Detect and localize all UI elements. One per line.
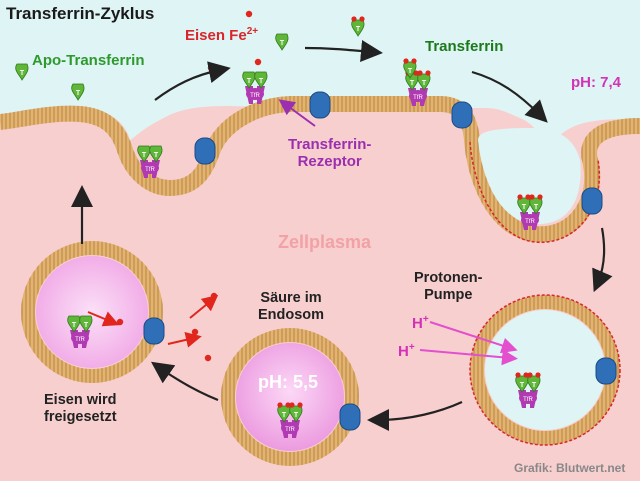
free-holo-transferrin-1: T	[351, 16, 365, 37]
receptor-abbrev: TfR	[413, 95, 423, 101]
receptor-pointer	[278, 99, 316, 127]
proton-arrows	[419, 321, 518, 366]
free-holo-transferrin-2: T	[403, 58, 417, 79]
label-transferrin-rezeptor: Transferrin- Rezeptor	[288, 136, 372, 171]
transferrin-abbrev: T	[154, 152, 159, 159]
channel-proteins	[143, 91, 617, 431]
endosome-acidic	[221, 328, 359, 466]
transferrin-abbrev: T	[142, 152, 147, 159]
free-apo-transferrin-1: T	[15, 63, 29, 81]
iron-ion	[116, 318, 124, 326]
receptor-abbrev: TfR	[523, 397, 533, 403]
transferrin-abbrev: T	[280, 40, 285, 47]
free-apo-transferrin-3: T	[275, 33, 289, 51]
label-transferrin: Transferrin	[425, 38, 504, 55]
label-ph-outside: pH: 7,4	[571, 74, 622, 91]
iron-ion	[207, 64, 215, 72]
label-apo-transferrin: Apo-Transferrin	[32, 52, 145, 69]
bound-transferrin-left: T	[277, 402, 291, 423]
transferrin-abbrev: T	[356, 26, 361, 33]
transferrin-abbrev: T	[422, 80, 427, 87]
transferrin-abbrev: T	[408, 68, 413, 75]
iron-release-arrows	[87, 294, 219, 348]
transferrin-abbrev: T	[294, 412, 299, 419]
bound-transferrin-right: T	[79, 315, 93, 333]
iron-ion	[204, 354, 212, 362]
label-eisen-wird-freigesetzt: Eisen wird freigesetzt	[44, 392, 117, 425]
receptor-abbrev: TfR	[525, 219, 535, 225]
transferrin-abbrev: T	[20, 70, 25, 77]
receptor-abbrev: TfR	[75, 337, 85, 343]
free-apo-transferrin-2: T	[71, 83, 85, 101]
transferrin-abbrev: T	[534, 204, 539, 211]
transferrin-abbrev: T	[410, 80, 415, 87]
transferrin-abbrev: T	[76, 90, 81, 97]
label-eisen-fe: Eisen Fe2+	[185, 26, 259, 44]
bound-transferrin-right: T	[149, 145, 163, 163]
bound-transferrin-right: T	[529, 194, 543, 215]
diagram-title: Transferrin-Zyklus	[6, 4, 155, 23]
transferrin-abbrev: T	[259, 78, 264, 85]
iron-ion	[210, 292, 218, 300]
credit-text: Grafik: Blutwert.net	[514, 461, 626, 475]
receptor-abbrev: TfR	[250, 93, 260, 99]
endosome-iron-release	[21, 241, 163, 383]
transferrin-abbrev: T	[532, 382, 537, 389]
cycle-arrows	[71, 40, 613, 431]
clathrin-coat	[469, 141, 601, 243]
bound-transferrin-right: T	[254, 71, 268, 89]
label-zellplasma: Zellplasma	[278, 232, 372, 252]
iron-ion	[245, 10, 253, 18]
receptor-abbrev: TfR	[285, 427, 295, 433]
label-protonen-pumpe: Protonen- Pumpe	[414, 270, 483, 303]
transferrin-abbrev: T	[282, 412, 287, 419]
transferrin-abbrev: T	[84, 322, 89, 329]
iron-ion	[254, 58, 262, 66]
transferrin-abbrev: T	[247, 78, 252, 85]
transferrin-abbrev: T	[72, 322, 77, 329]
iron-ion	[191, 328, 199, 336]
label-h-ion-2: H+	[398, 342, 415, 360]
label-ph-endosom: pH: 5,5	[258, 372, 319, 392]
bound-transferrin-right: T	[417, 70, 431, 91]
transferrin-abbrev: T	[522, 204, 527, 211]
transferrin-abbrev: T	[520, 382, 525, 389]
label-saeure-im-endosom: Säure im Endosom	[258, 290, 325, 323]
bound-transferrin-left: T	[515, 372, 529, 393]
label-h-ion-1: H+	[412, 314, 429, 332]
bound-transferrin-right: T	[289, 402, 303, 423]
endosome-pit-lumen	[478, 128, 581, 225]
bound-transferrin-right: T	[527, 372, 541, 393]
receptor-abbrev: TfR	[145, 167, 155, 173]
extracellular-space	[0, 0, 640, 160]
